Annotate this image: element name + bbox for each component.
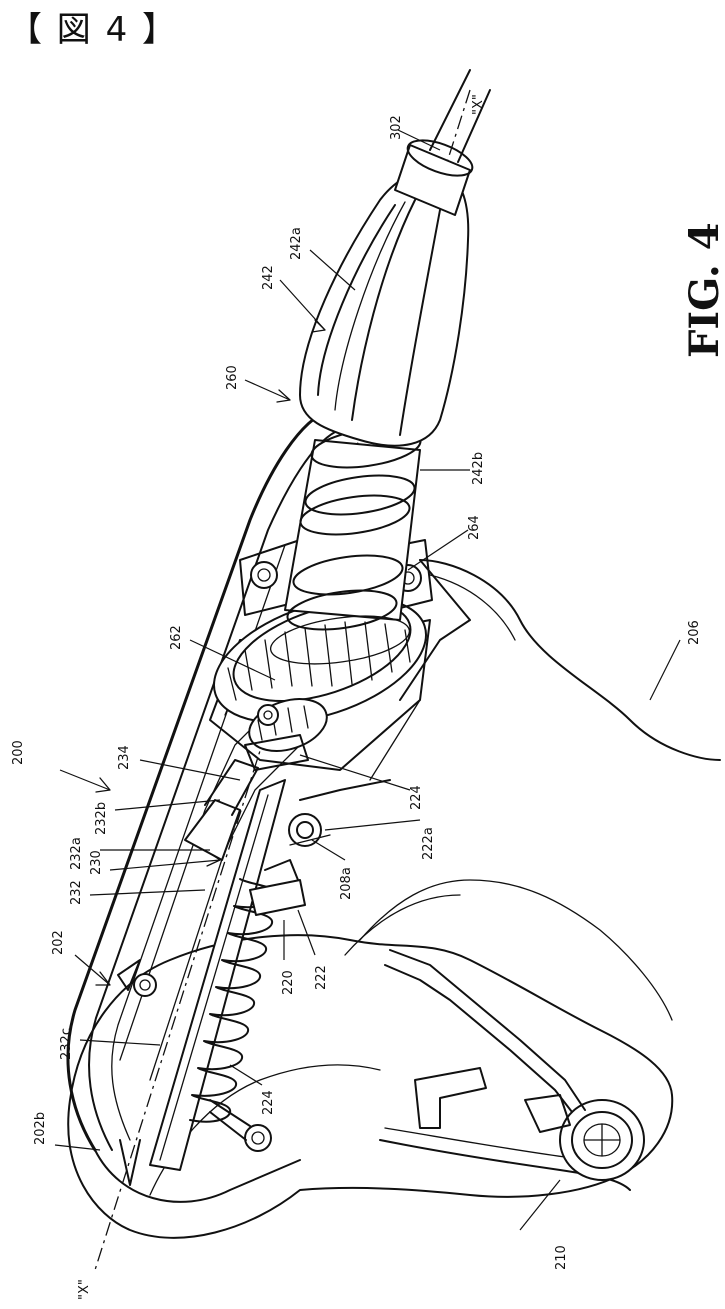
ref-210: 210: [554, 1245, 569, 1270]
leader-206: [650, 640, 680, 700]
ref-208a: 208a: [339, 867, 354, 900]
ref-234: 234: [117, 745, 132, 770]
figure-label: FIG. 4: [681, 222, 725, 358]
ref-262: 262: [169, 625, 184, 650]
ref-242: 242: [261, 265, 276, 290]
handle-assembly: [68, 880, 672, 1238]
leader-210: [520, 1180, 560, 1230]
ref-200: 200: [11, 740, 26, 765]
ref-242b: 242b: [471, 452, 486, 485]
leader-260: [245, 380, 290, 400]
leader-222: [298, 910, 315, 955]
ref-202: 202: [51, 930, 66, 955]
axis-label-bottom: "X": [77, 1279, 92, 1300]
axis-label-top: "X": [471, 94, 486, 115]
leader-208a: [312, 840, 345, 860]
leader-232: [90, 890, 205, 895]
ref-232c: 232c: [59, 1028, 74, 1060]
ref-224-bottom: 224: [261, 1090, 276, 1115]
ref-232: 232: [69, 880, 84, 905]
ref-202b: 202b: [33, 1112, 48, 1145]
leader-234: [140, 760, 240, 780]
leader-264: [408, 530, 468, 570]
ref-260: 260: [225, 365, 240, 390]
ref-224-top: 224: [409, 785, 424, 810]
ref-302: 302: [389, 115, 404, 140]
ref-222: 222: [314, 965, 329, 990]
ref-264: 264: [467, 515, 482, 540]
leader-232c: [80, 1040, 160, 1045]
ref-232a: 232a: [69, 837, 84, 870]
leader-224-top: [300, 755, 410, 790]
leader-302: [398, 130, 440, 150]
ref-222a: 222a: [421, 827, 436, 860]
ref-220: 220: [281, 970, 296, 995]
ref-242a: 242a: [289, 227, 304, 260]
lever-assembly: [150, 760, 330, 1170]
ref-232b: 232b: [94, 802, 109, 835]
leader-222a: [325, 820, 420, 830]
ref-206: 206: [687, 620, 702, 645]
ref-230: 230: [89, 850, 104, 875]
